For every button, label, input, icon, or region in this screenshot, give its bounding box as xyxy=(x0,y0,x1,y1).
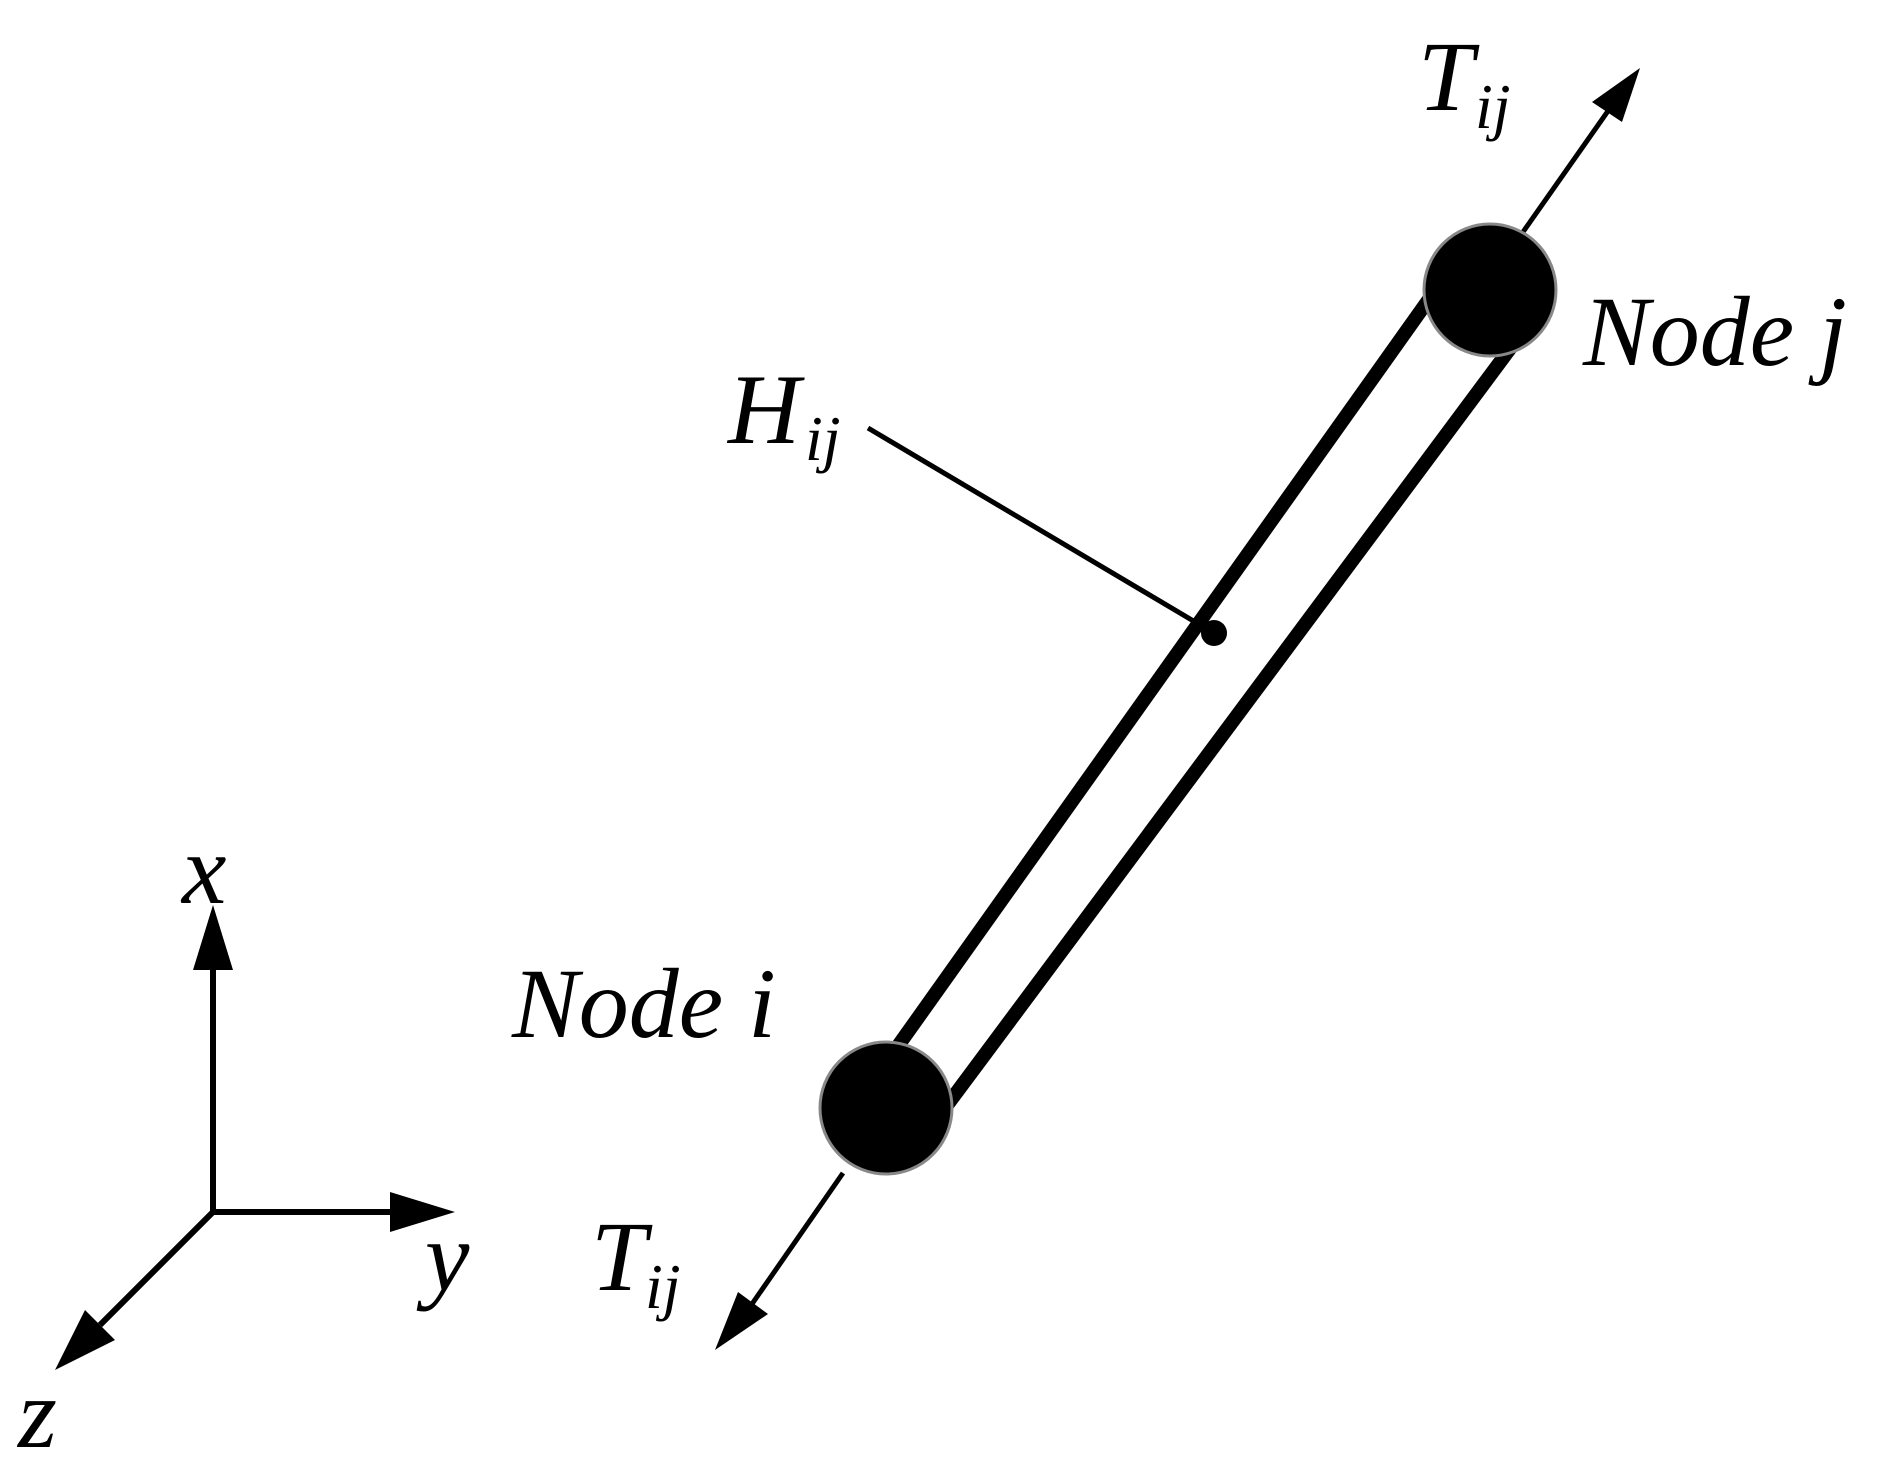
tension-label-top: T xyxy=(1418,21,1480,132)
h-label-subscript: ij xyxy=(805,403,841,474)
truss-bar-lower xyxy=(939,341,1518,1113)
node-j-label: Node j xyxy=(1582,276,1847,387)
tension-arrowhead-bottom xyxy=(715,1292,768,1350)
x-axis-label: x xyxy=(180,814,226,925)
h-label: H xyxy=(726,354,805,465)
y-axis-arrowhead xyxy=(390,1192,455,1232)
tension-label-top-subscript: ij xyxy=(1475,71,1511,142)
coordinate-axes xyxy=(55,905,455,1370)
truss-element xyxy=(882,290,1518,1113)
tension-arrow-bottom xyxy=(749,1171,846,1306)
z-axis-label: z xyxy=(16,1358,57,1469)
truss-bar-upper xyxy=(882,290,1438,1065)
x-axis-arrowhead xyxy=(193,905,233,970)
node-j-circle xyxy=(1422,222,1558,358)
node-i-circle xyxy=(818,1040,954,1176)
tension-arrow-top xyxy=(1520,99,1618,234)
z-axis-line xyxy=(97,1209,216,1328)
h-leader-line xyxy=(866,425,1214,635)
tension-label-bottom: T xyxy=(591,1201,653,1312)
y-axis-label: y xyxy=(416,1201,470,1312)
tension-arrowhead-top xyxy=(1592,68,1640,122)
tension-label-bottom-subscript: ij xyxy=(645,1251,681,1322)
node-i-label: Node i xyxy=(511,948,776,1059)
h-point xyxy=(1201,620,1227,646)
z-axis-arrowhead xyxy=(55,1310,115,1370)
